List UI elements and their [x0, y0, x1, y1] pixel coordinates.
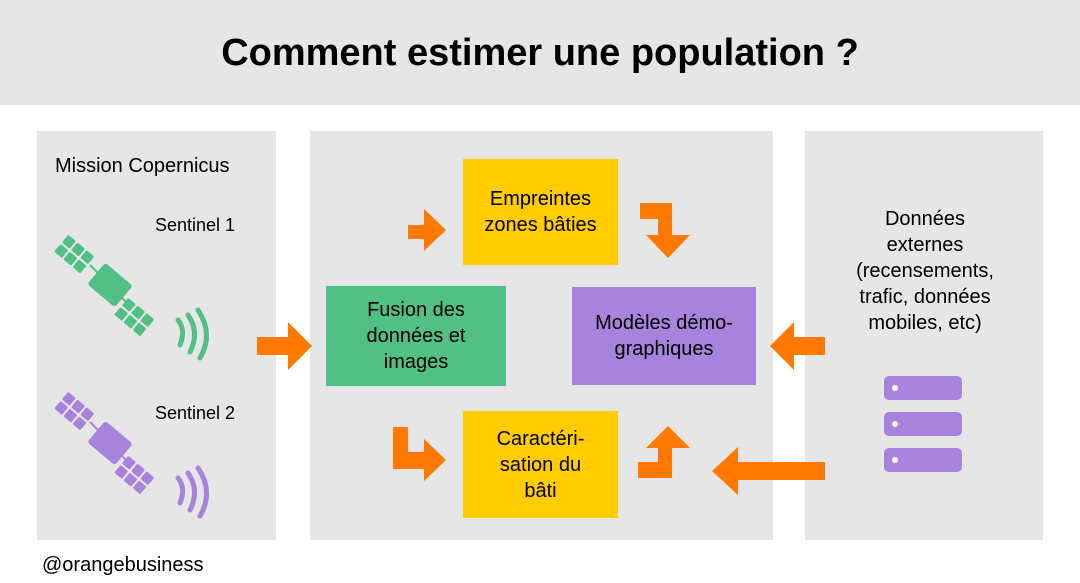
header-band	[0, 0, 1080, 105]
arrow-icon	[638, 426, 690, 478]
empreintes-box: Empreintes zones bâties	[463, 159, 618, 265]
footer-credit: @orangebusiness	[42, 554, 204, 576]
caracterisation-box: Caractéri- sation du bâti	[463, 411, 618, 518]
page-title: Comment estimer une population ?	[221, 32, 859, 74]
mission-heading: Mission Copernicus	[55, 155, 230, 177]
arrow-icon	[393, 427, 446, 481]
sentinel-1-label: Sentinel 1	[155, 215, 236, 235]
modeles-box: Modèles démo- graphiques	[572, 287, 756, 385]
fusion-box: Fusion des données et images	[326, 286, 506, 386]
arrow-icon	[393, 209, 446, 257]
sentinel-2-label: Sentinel 2	[155, 403, 236, 423]
arrow-icon	[770, 322, 825, 370]
arrow-icon	[257, 322, 312, 370]
arrow-icon	[712, 447, 825, 495]
arrow-icon	[640, 203, 690, 258]
external-data-text: Données externes (recensements, trafic, …	[856, 208, 994, 334]
copernicus-panel	[37, 131, 276, 540]
